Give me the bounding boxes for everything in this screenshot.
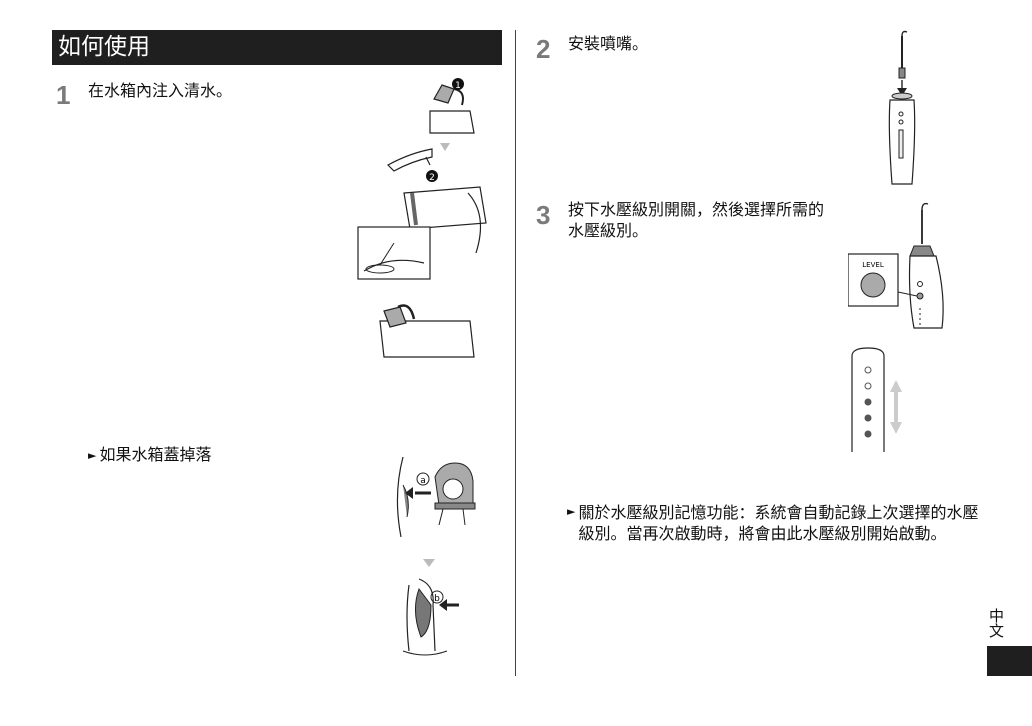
fill-tank-figure: 1 2 (350, 75, 500, 385)
level-dot-unlit (865, 367, 871, 373)
note-marker-icon: ► (88, 449, 96, 462)
level-button-label: LEVEL (862, 261, 884, 269)
level-dot-lit (865, 399, 871, 405)
step-2-text: 安裝噴嘴。 (568, 33, 818, 54)
lid-a-label: a (420, 476, 426, 486)
step-1-text: 在水箱內注入清水。 (88, 80, 348, 101)
step-3-number: 3 (536, 200, 550, 231)
lid-b-label: b (434, 594, 440, 604)
level-button-figure: LEVEL (848, 196, 958, 330)
fill-step-two-label: 2 (429, 173, 435, 183)
level-dot-lit (865, 431, 871, 437)
fill-step-one-label: 1 (455, 81, 461, 91)
level-dots (865, 367, 871, 437)
lid-fall-note-text: 如果水箱蓋掉落 (99, 445, 211, 464)
lid-attach-figure: a b (385, 455, 485, 660)
section-title: 如何使用 (52, 30, 502, 65)
step-2-number: 2 (536, 34, 550, 65)
level-dot-unlit (865, 383, 871, 389)
memory-note-text: 關於水壓級別記憶功能：系統會自動記錄上次選擇的水壓級別。當再次啟動時，將會由此水… (578, 502, 979, 544)
language-label: 中文 (986, 608, 1007, 638)
memory-note: ► 關於水壓級別記憶功能：系統會自動記錄上次選擇的水壓級別。當再次啟動時，將會由… (567, 502, 979, 544)
level-indicator-figure (848, 344, 912, 456)
note-marker-icon: ► (567, 501, 575, 543)
step-3-text: 按下水壓級別開關，然後選擇所需的水壓級別。 (568, 199, 833, 241)
level-dot-lit (865, 415, 871, 421)
column-divider (515, 30, 516, 676)
step-1-number: 1 (56, 80, 70, 111)
language-tab (987, 646, 1032, 676)
nozzle-install-figure (880, 30, 930, 190)
lid-fall-note: ►如果水箱蓋掉落 (88, 444, 211, 467)
